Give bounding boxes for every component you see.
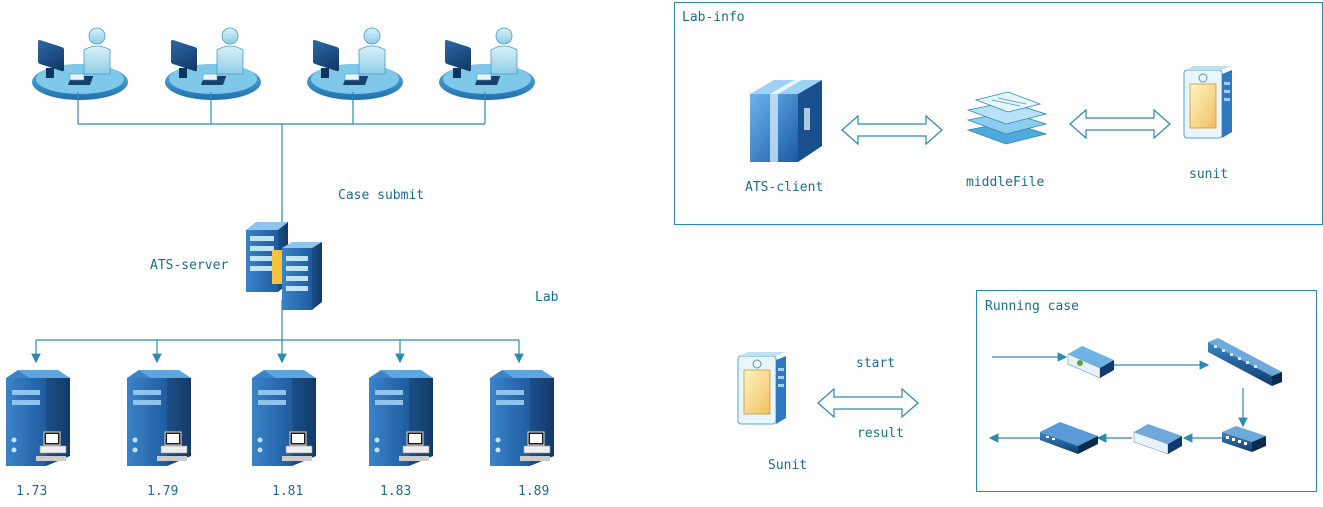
lab-info-title: Lab-info xyxy=(682,10,745,25)
start-label: start xyxy=(856,356,896,371)
running-case-flow-lines xyxy=(988,352,1248,443)
server-tower-icon xyxy=(126,369,192,467)
switch-small-icon xyxy=(1133,424,1182,455)
middle-file-icon xyxy=(966,91,1048,145)
middle-file-label: middleFile xyxy=(966,175,1045,190)
server-tower-icon xyxy=(489,369,555,467)
hub-icon xyxy=(1222,426,1266,452)
lab-machine-label: 1.73 xyxy=(16,484,48,499)
server-tower-icon xyxy=(251,369,317,467)
ats-client-label: ATS-client xyxy=(745,180,824,195)
connection-lines xyxy=(31,92,524,364)
ats-server-icon xyxy=(246,222,322,310)
start-result-double-arrow-icon xyxy=(817,388,919,418)
router-icon xyxy=(1067,346,1114,379)
user-workstation-icon xyxy=(438,27,536,101)
lab-machine-label: 1.79 xyxy=(147,484,179,499)
server-tower-icon xyxy=(5,369,71,467)
user-workstation-icon xyxy=(31,27,129,101)
user-workstations xyxy=(31,27,536,101)
user-workstation-icon xyxy=(306,27,404,101)
running-case-title: Running case xyxy=(985,299,1079,314)
network-switch-icon xyxy=(1208,338,1282,386)
sunit-panel-label: Sunit xyxy=(768,458,808,473)
lab-machine-label: 1.89 xyxy=(518,484,550,499)
modem-icon xyxy=(1040,422,1098,454)
lab-machine-label: 1.83 xyxy=(380,484,412,499)
lab-label: Lab xyxy=(535,290,559,305)
case-submit-label: Case submit xyxy=(338,188,425,203)
result-label: result xyxy=(857,426,904,441)
lab-machines xyxy=(5,369,555,467)
lab-machine-label: 1.81 xyxy=(272,484,304,499)
ats-client-icon xyxy=(750,80,822,162)
sunit-label: sunit xyxy=(1189,167,1229,182)
ats-server-label: ATS-server xyxy=(150,258,229,273)
running-case-panel xyxy=(976,290,1317,492)
user-workstation-icon xyxy=(164,27,262,101)
sunit-device-icon xyxy=(737,351,787,425)
server-tower-icon xyxy=(368,369,434,467)
